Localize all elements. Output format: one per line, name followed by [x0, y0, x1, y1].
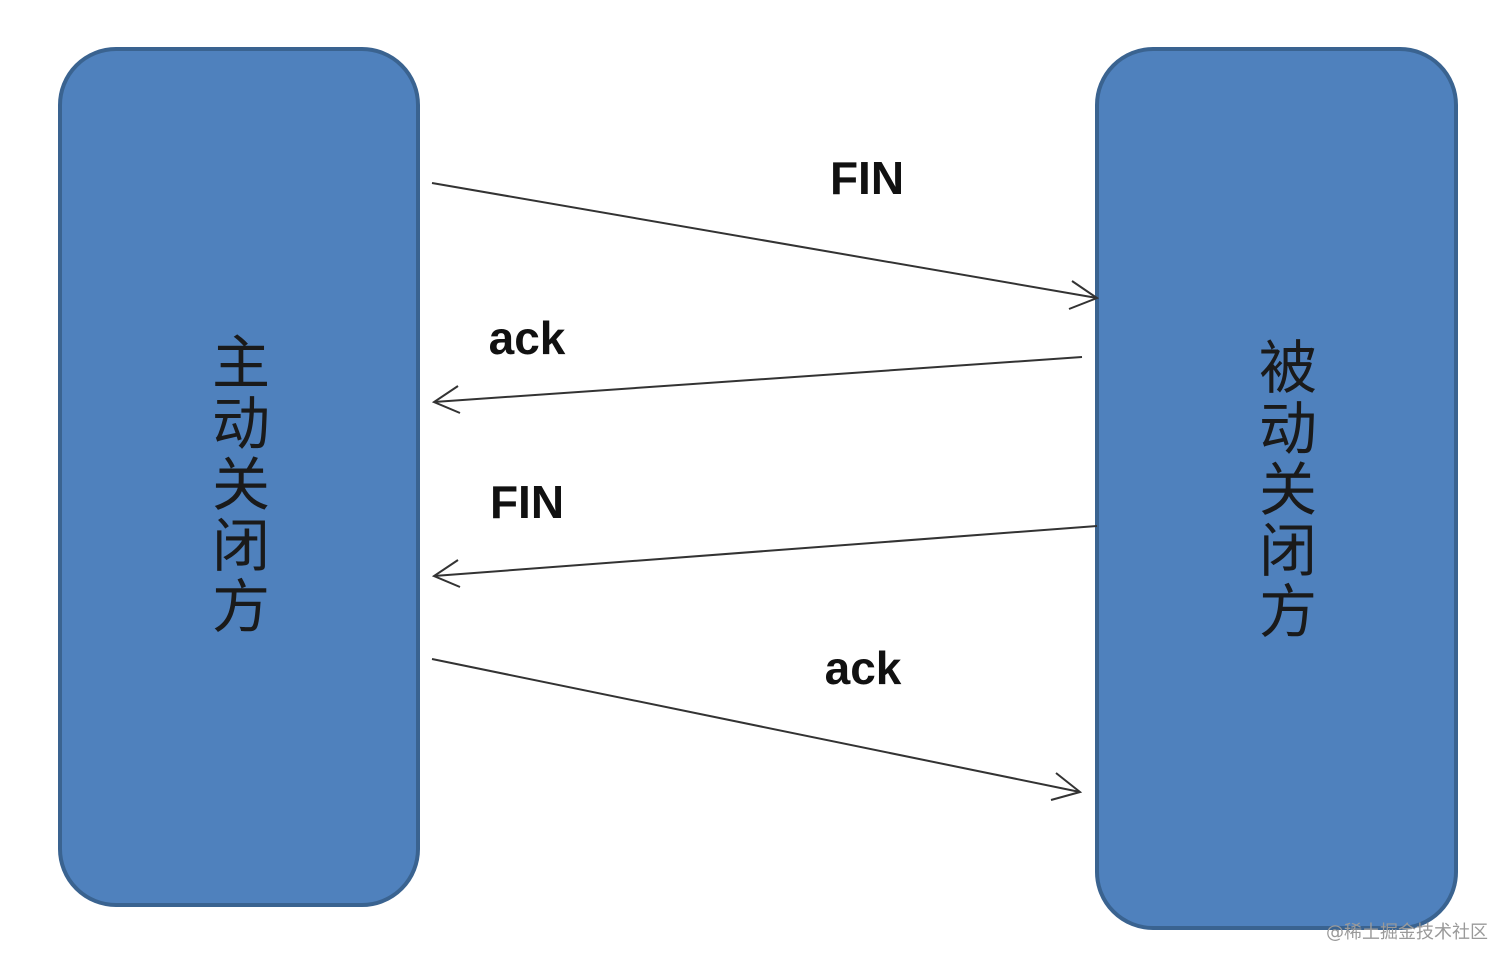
watermark: @稀土掘金技术社区	[1326, 922, 1488, 943]
passive-closer-box	[1095, 47, 1458, 930]
active-closer-label: 主动关闭方	[211, 329, 270, 641]
arrow-ack-2	[431, 658, 1083, 801]
message-label-fin-2: FIN	[489, 476, 565, 528]
active-closer-box	[58, 47, 420, 907]
arrow-fin-1	[431, 182, 1100, 310]
message-label-ack-1: ack	[488, 312, 566, 364]
message-label-ack-2: ack	[824, 642, 902, 694]
message-label-fin-1: FIN	[829, 152, 905, 204]
passive-closer-label: 被动关闭方	[1258, 334, 1317, 646]
arrow-ack-1	[431, 356, 1083, 414]
arrow-fin-2	[431, 525, 1098, 588]
